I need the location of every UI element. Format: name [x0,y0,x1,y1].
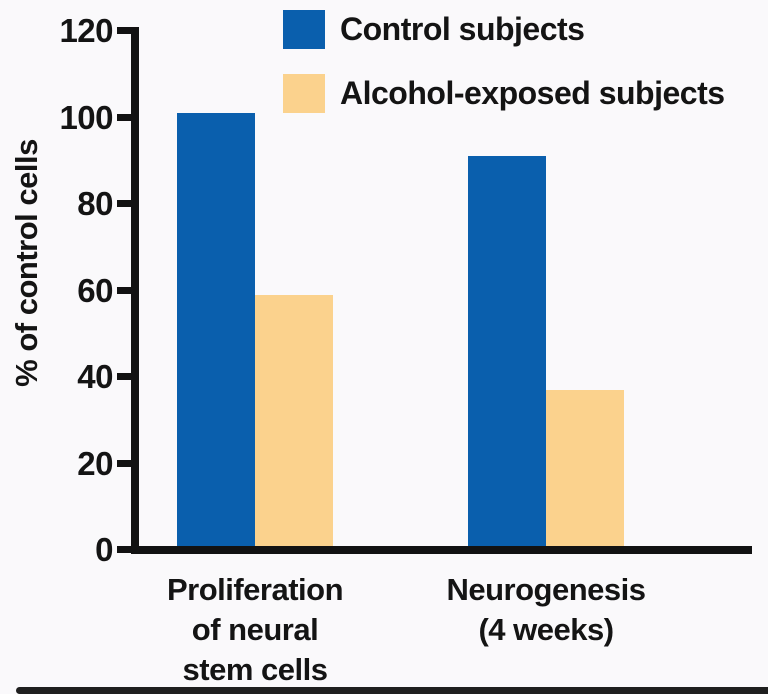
x-category-proliferation: Proliferation of neural stem cells [55,570,455,690]
y-tick-label-100: 100 [59,99,113,136]
bottom-edge-strip [16,687,768,694]
x-category-line: (4 weeks) [478,612,614,647]
bar-alcohol-exposed-subjects-neurogenesis [546,390,624,550]
y-tick-0 [117,546,131,553]
legend-swatch-control [283,10,325,49]
y-tick-40 [117,373,131,380]
y-tick-60 [117,287,131,294]
bar-control-subjects-proliferation [177,113,255,550]
y-tick-label-120: 120 [59,12,113,49]
y-tick-100 [117,114,131,121]
y-tick-label-60: 60 [77,272,113,309]
y-tick-label-20: 20 [77,445,113,482]
legend-item-control: Control subjects [283,10,585,49]
legend-swatch-alcohol-exposed [283,74,325,113]
x-category-line: of neural [191,612,319,647]
x-axis-line [131,546,752,554]
legend-label-control: Control subjects [340,11,585,47]
bar-alcohol-exposed-subjects-proliferation [255,295,333,550]
x-category-neurogenesis: Neurogenesis (4 weeks) [346,570,746,650]
y-tick-120 [117,27,131,34]
legend-item-alcohol-exposed: Alcohol-exposed subjects [283,74,725,113]
x-category-line: stem cells [182,652,328,687]
bar-control-subjects-neurogenesis [468,156,546,550]
x-category-line: Neurogenesis [446,572,646,607]
y-tick-80 [117,200,131,207]
x-category-line: Proliferation [166,572,344,607]
y-axis-line [131,27,139,554]
y-tick-label-80: 80 [77,185,113,222]
y-tick-label-40: 40 [77,358,113,395]
y-tick-20 [117,460,131,467]
legend-label-alcohol-exposed: Alcohol-exposed subjects [340,75,725,111]
y-tick-label-0: 0 [95,531,113,568]
